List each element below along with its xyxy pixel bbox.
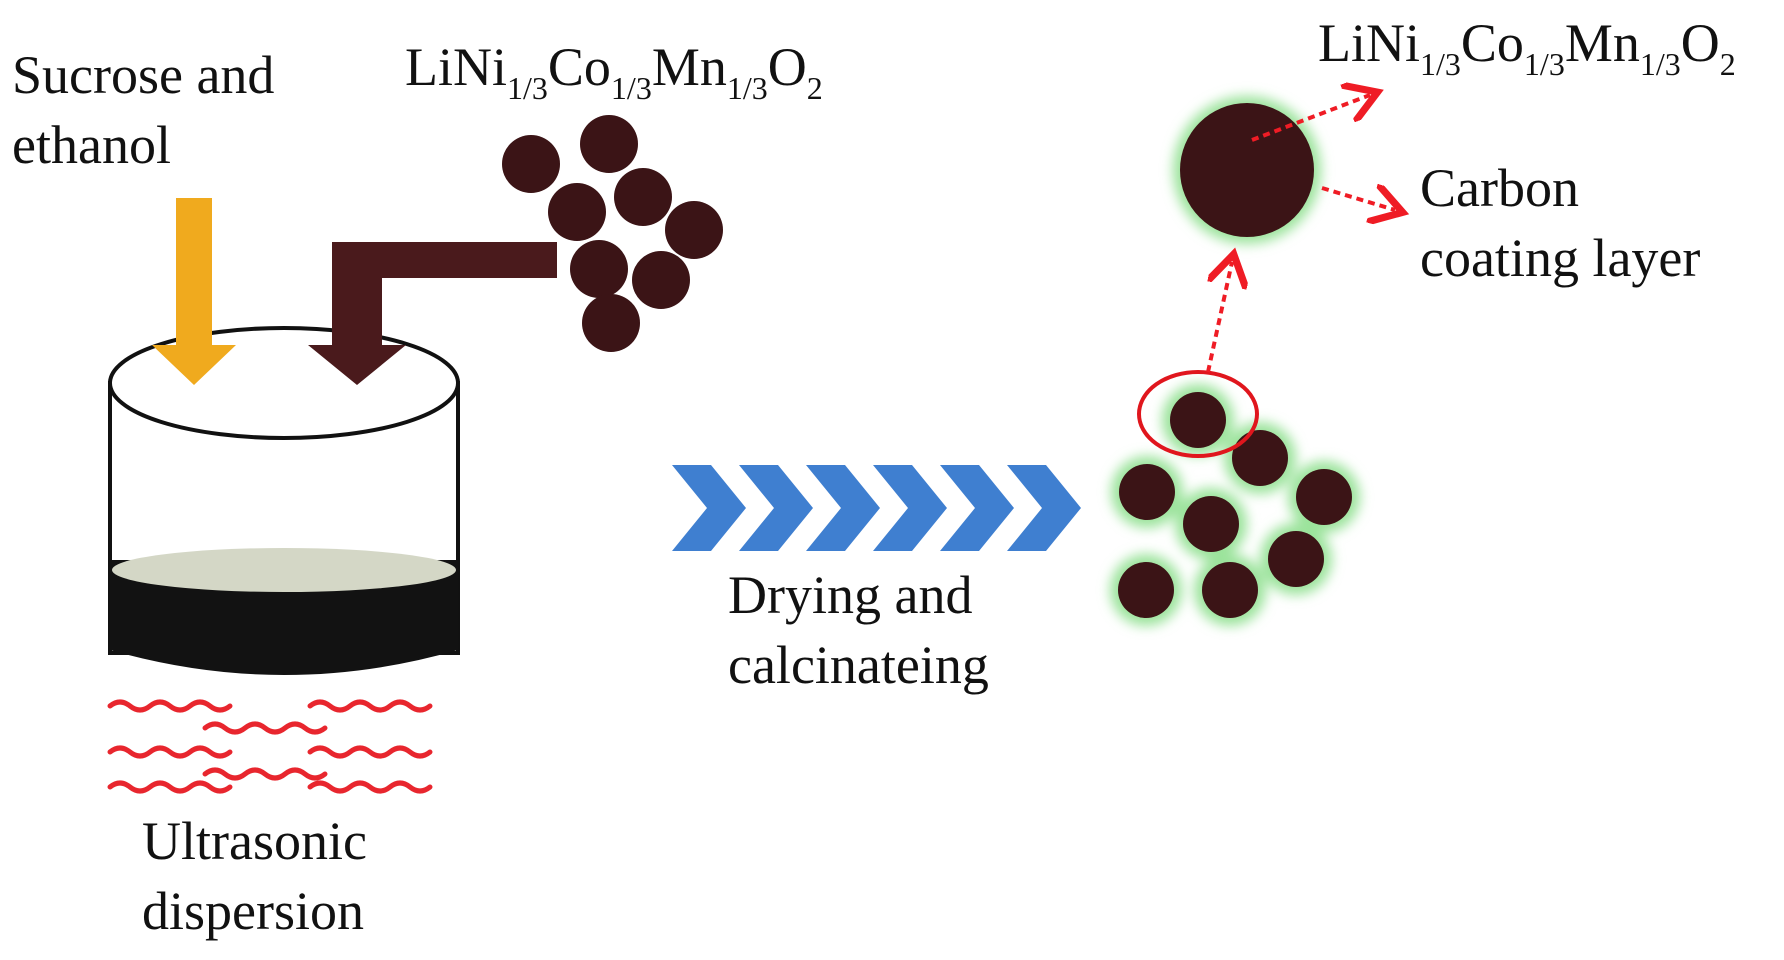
highlight-ring <box>1137 370 1259 458</box>
coated-particle <box>1119 464 1175 520</box>
beaker-rim <box>108 326 460 440</box>
ultrasonic-waves-icon <box>107 699 433 794</box>
coated-particle <box>1232 430 1288 486</box>
magnified-particle-icon <box>1180 103 1314 237</box>
drying-label-line1: Drying and <box>728 565 973 625</box>
coated-particle <box>1296 469 1352 525</box>
particle <box>580 115 638 173</box>
sucrose-label-line1: Sucrose and <box>12 45 275 105</box>
particle <box>614 168 672 226</box>
particle <box>632 251 690 309</box>
beaker-icon <box>108 326 460 675</box>
sucrose-label-line2: ethanol <box>12 115 171 175</box>
particle <box>548 183 606 241</box>
formula-raw-label: LiNi1/3Co1/3Mn1/3O2 <box>405 37 823 106</box>
drying-calcinating-label: Drying and calcinateing <box>728 560 989 700</box>
coated-particle <box>1268 531 1324 587</box>
particle-cluster-icon <box>502 115 723 352</box>
feed-arrow-icon <box>308 242 557 385</box>
beaker-liquid-surface <box>112 548 456 592</box>
ultrasonic-label-line2: dispersion <box>142 881 364 941</box>
carbon-label-line1: Carbon <box>1420 158 1579 218</box>
coated-particle <box>1170 392 1226 448</box>
particle <box>570 240 628 298</box>
drying-label-line2: calcinateing <box>728 635 989 695</box>
particle <box>502 135 560 193</box>
ultrasonic-dispersion-label: Ultrasonic dispersion <box>142 806 367 946</box>
coated-particle <box>1183 496 1239 552</box>
ultrasonic-label-line1: Ultrasonic <box>142 811 367 871</box>
core-pointer-arrow <box>1251 95 1370 142</box>
carbon-label-line2: coating layer <box>1420 228 1701 288</box>
formula-core-label: LiNi1/3Co1/3Mn1/3O2 <box>1318 13 1736 82</box>
sucrose-ethanol-label: Sucrose and ethanol <box>12 40 274 180</box>
coated-particle <box>1118 562 1174 618</box>
particle <box>582 294 640 352</box>
particle <box>665 201 723 259</box>
coated-particle <box>1202 562 1258 618</box>
zoom-arrow <box>1206 262 1232 373</box>
sucrose-arrow-icon <box>152 198 236 385</box>
process-chevrons-icon <box>672 465 1081 551</box>
coated-particle-cluster-icon <box>1118 392 1352 618</box>
carbon-coating-label: Carbon coating layer <box>1420 153 1700 293</box>
coating-pointer-arrow <box>1321 188 1395 210</box>
